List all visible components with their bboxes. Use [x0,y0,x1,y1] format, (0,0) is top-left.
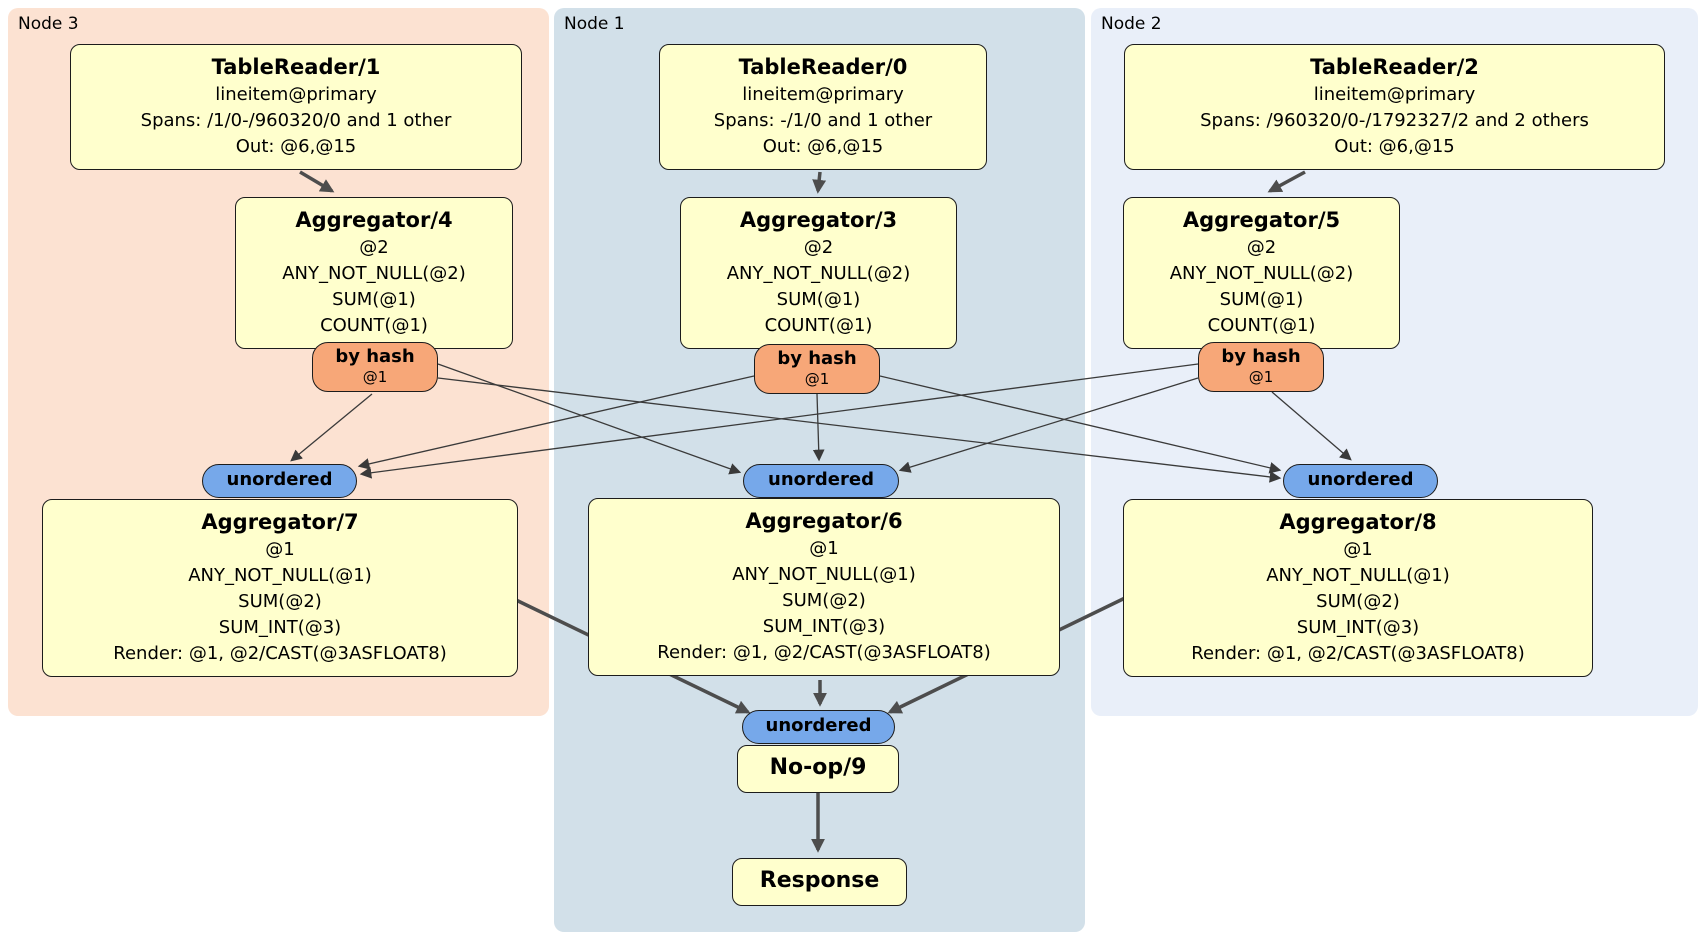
aggregator4-line: @2 [359,237,389,258]
response-title: Response [759,868,880,893]
noop-box: No-op/9 [737,745,899,793]
unordered-sync-node2: unordered [1283,464,1438,498]
aggregator5-line: ANY_NOT_NULL(@2) [1169,263,1354,284]
aggregator7-line: @1 [265,539,295,560]
tablereader2-box: TableReader/2 lineitem@primary Spans: /9… [1124,44,1665,170]
aggregator7-title: Aggregator/7 [201,510,359,534]
tablereader0-title: TableReader/0 [738,55,908,79]
tablereader2-out: Out: @6,@15 [1334,136,1455,157]
unordered-sync-final: unordered [742,710,895,744]
tablereader1-spans: Spans: /1/0-/960320/0 and 1 other [140,110,452,131]
aggregator4-box: Aggregator/4 @2 ANY_NOT_NULL(@2) SUM(@1)… [235,197,513,349]
aggregator5-title: Aggregator/5 [1182,208,1341,232]
tablereader2-spans: Spans: /960320/0-/1792327/2 and 2 others [1200,110,1589,131]
aggregator4-line: ANY_NOT_NULL(@2) [282,263,466,284]
response-box: Response [732,858,907,906]
aggregator6-line: @1 [809,538,839,559]
tablereader0-out: Out: @6,@15 [762,136,884,157]
aggregator7-line: ANY_NOT_NULL(@1) [188,565,372,586]
unordered-sync-node3: unordered [202,464,357,498]
aggregator3-title: Aggregator/3 [739,208,898,232]
aggregator3-line: ANY_NOT_NULL(@2) [726,263,911,284]
tablereader1-out: Out: @6,@15 [235,136,357,157]
aggregator3-line: COUNT(@1) [764,315,873,336]
hash-router-node2: by hash @1 [1198,342,1324,392]
tablereader1-title: TableReader/1 [211,55,381,79]
aggregator8-box: Aggregator/8 @1 ANY_NOT_NULL(@1) SUM(@2)… [1123,499,1593,677]
node1-label: Node 1 [564,14,625,34]
hash-router-node3-label: by hash [335,346,415,367]
aggregator8-line: Render: @1, @2/CAST(@3ASFLOAT8) [1191,643,1525,664]
aggregator7-line: SUM(@2) [238,591,322,612]
hash-router-node1-key: @1 [804,370,830,388]
aggregator3-line: SUM(@1) [776,289,861,310]
tablereader2-index: lineitem@primary [1313,84,1476,105]
aggregator6-line: Render: @1, @2/CAST(@3ASFLOAT8) [657,642,991,663]
aggregator5-line: @2 [1246,237,1277,258]
tablereader0-spans: Spans: -/1/0 and 1 other [713,110,933,131]
aggregator5-line: SUM(@1) [1219,289,1304,310]
hash-router-node3-key: @1 [362,368,388,386]
aggregator6-line: SUM_INT(@3) [762,616,886,637]
aggregator4-line: COUNT(@1) [320,315,428,336]
tablereader0-box: TableReader/0 lineitem@primary Spans: -/… [659,44,987,170]
node3-label: Node 3 [18,14,79,34]
tablereader1-index: lineitem@primary [215,84,377,105]
hash-router-node2-key: @1 [1248,368,1274,386]
aggregator5-box: Aggregator/5 @2 ANY_NOT_NULL(@2) SUM(@1)… [1123,197,1400,349]
hash-router-node1: by hash @1 [754,344,880,394]
hash-router-node2-label: by hash [1221,346,1301,367]
tablereader1-box: TableReader/1 lineitem@primary Spans: /1… [70,44,522,170]
aggregator6-line: ANY_NOT_NULL(@1) [732,564,916,585]
aggregator4-line: SUM(@1) [332,289,416,310]
aggregator8-line: @1 [1343,539,1373,560]
aggregator8-line: SUM_INT(@3) [1296,617,1420,638]
aggregator8-line: SUM(@2) [1316,591,1400,612]
aggregator7-line: Render: @1, @2/CAST(@3ASFLOAT8) [113,643,447,664]
aggregator7-box: Aggregator/7 @1 ANY_NOT_NULL(@1) SUM(@2)… [42,499,518,677]
hash-router-node1-label: by hash [777,348,857,369]
aggregator3-box: Aggregator/3 @2 ANY_NOT_NULL(@2) SUM(@1)… [680,197,957,349]
tablereader0-index: lineitem@primary [742,84,904,105]
aggregator5-line: COUNT(@1) [1207,315,1316,336]
aggregator6-box: Aggregator/6 @1 ANY_NOT_NULL(@1) SUM(@2)… [588,498,1060,676]
aggregator8-line: ANY_NOT_NULL(@1) [1266,565,1450,586]
aggregator3-line: @2 [803,237,834,258]
node2-label: Node 2 [1101,14,1162,34]
aggregator4-title: Aggregator/4 [295,208,453,232]
aggregator8-title: Aggregator/8 [1279,510,1437,534]
aggregator7-line: SUM_INT(@3) [218,617,342,638]
noop-title: No-op/9 [769,755,867,780]
aggregator6-line: SUM(@2) [782,590,866,611]
hash-router-node3: by hash @1 [312,342,438,392]
aggregator6-title: Aggregator/6 [745,509,903,533]
tablereader2-title: TableReader/2 [1310,55,1479,79]
unordered-sync-node1: unordered [743,464,899,498]
